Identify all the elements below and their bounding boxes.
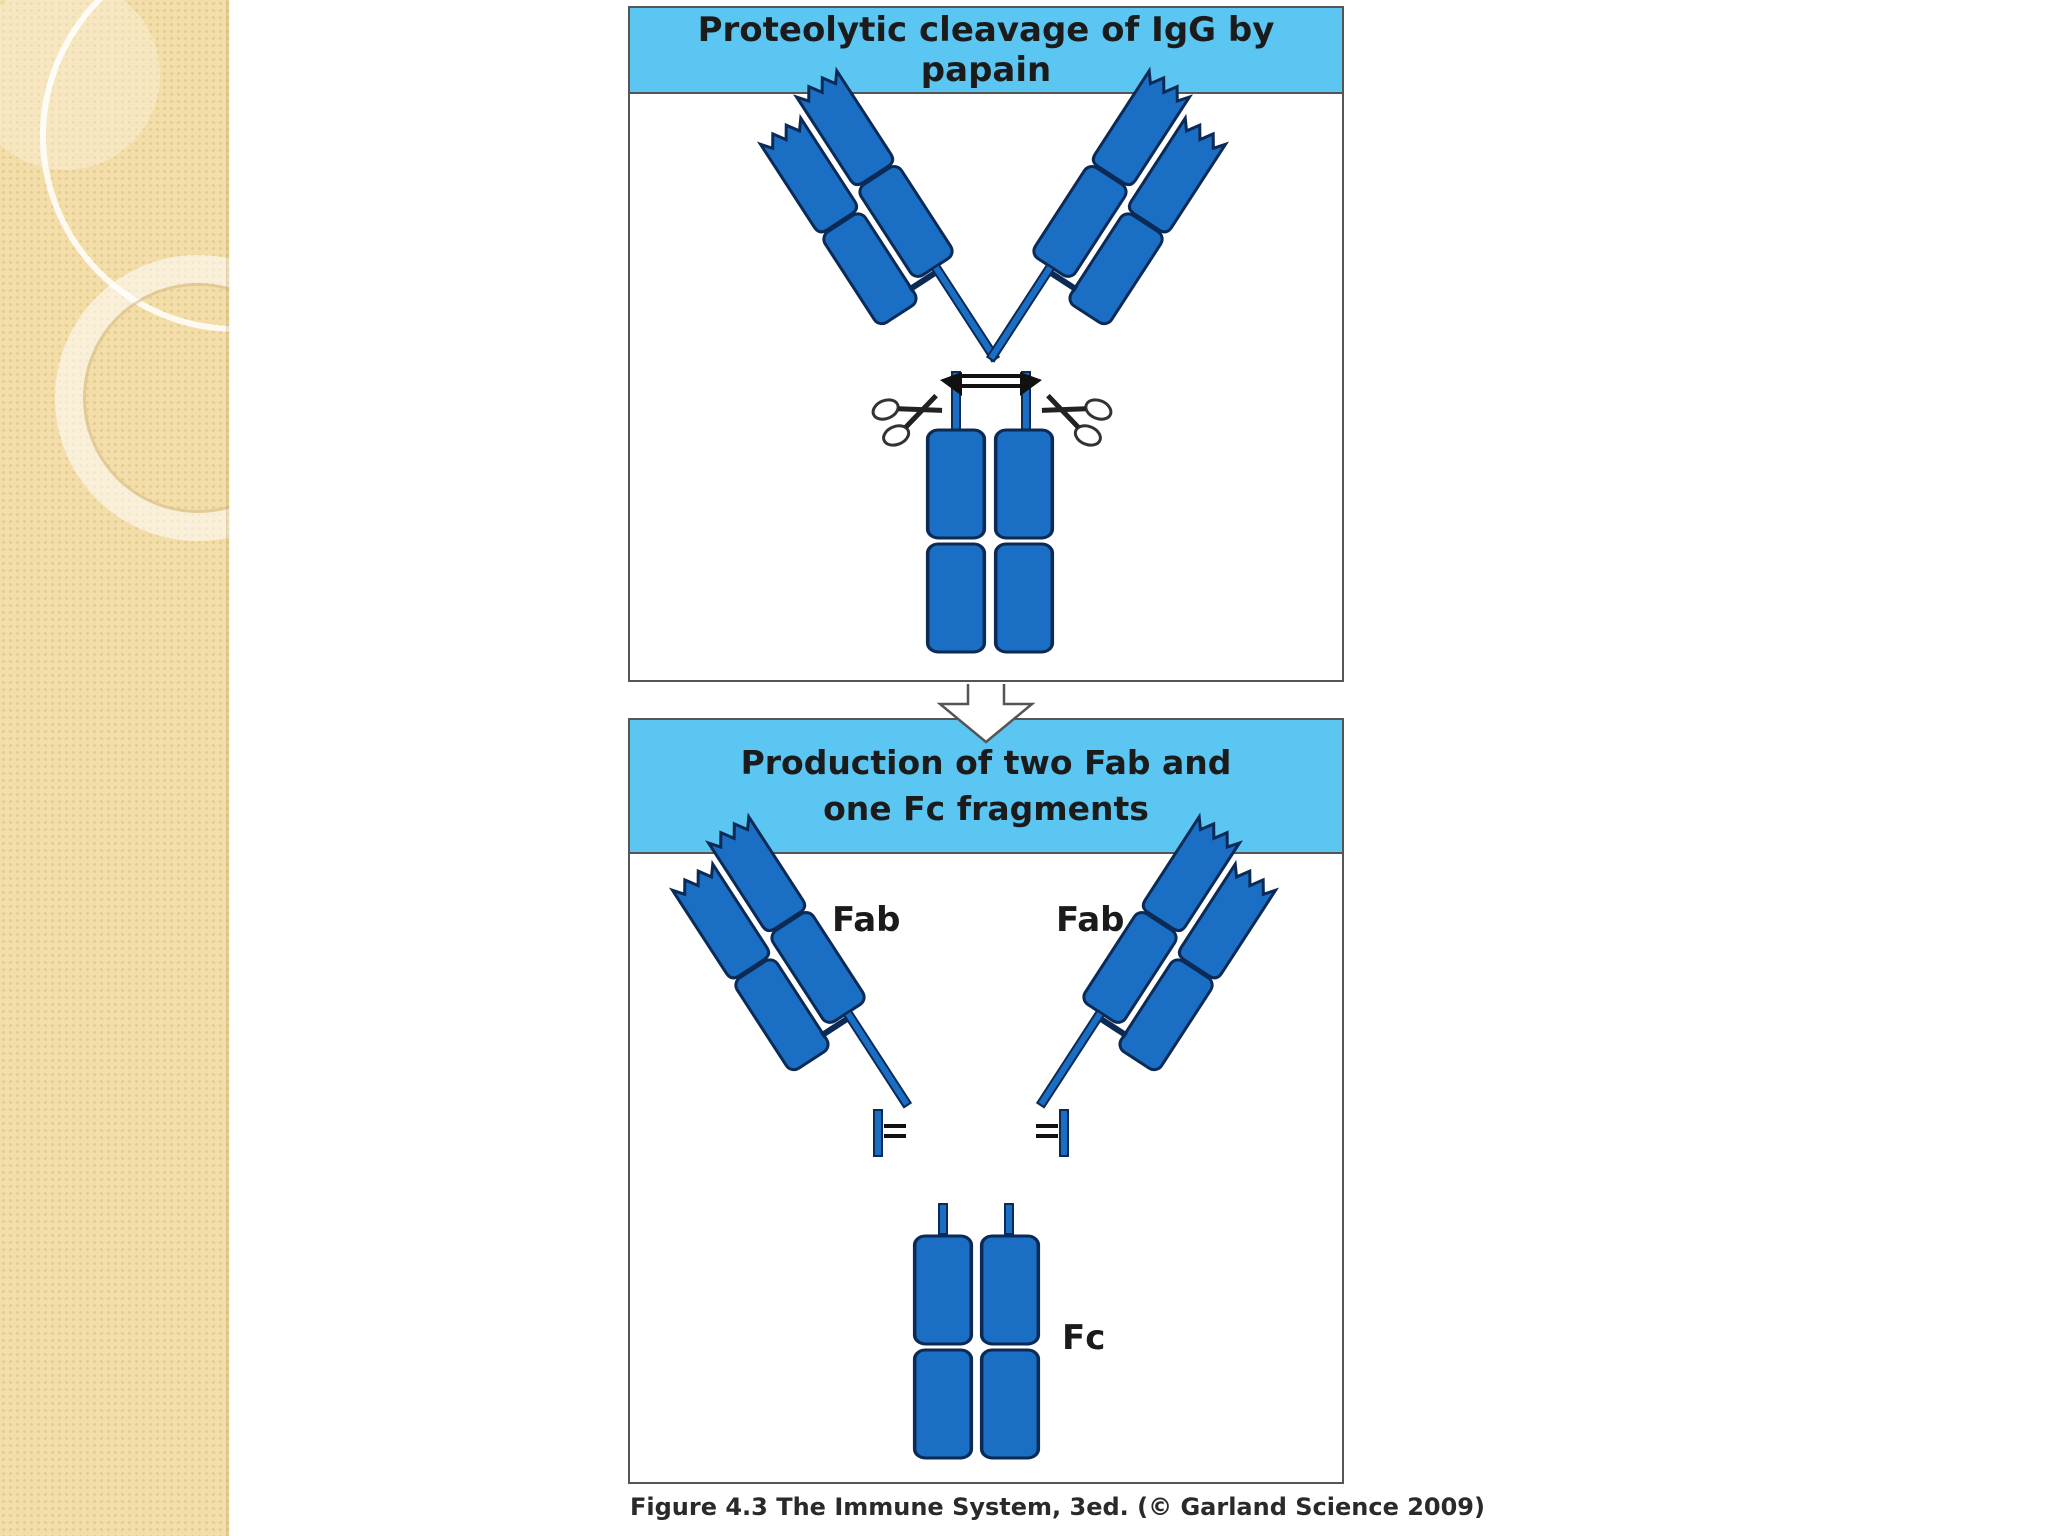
igg-hinge <box>940 372 1042 430</box>
fab-fragment-right <box>1021 815 1288 1156</box>
fc-label: Fc <box>1062 1318 1105 1358</box>
fab-label-right: Fab <box>1056 900 1125 940</box>
igg-left-fab-arm <box>749 69 1016 402</box>
fab-fragment-left <box>661 815 928 1156</box>
igg-fc-region <box>928 430 1053 652</box>
igg-right-fab-arm <box>971 69 1238 402</box>
fc-fragment <box>915 1204 1039 1458</box>
fab-label-left: Fab <box>832 900 901 940</box>
figure-caption: Figure 4.3 The Immune System, 3ed. (© Ga… <box>630 1493 1485 1521</box>
down-arrow-icon <box>940 684 1032 742</box>
